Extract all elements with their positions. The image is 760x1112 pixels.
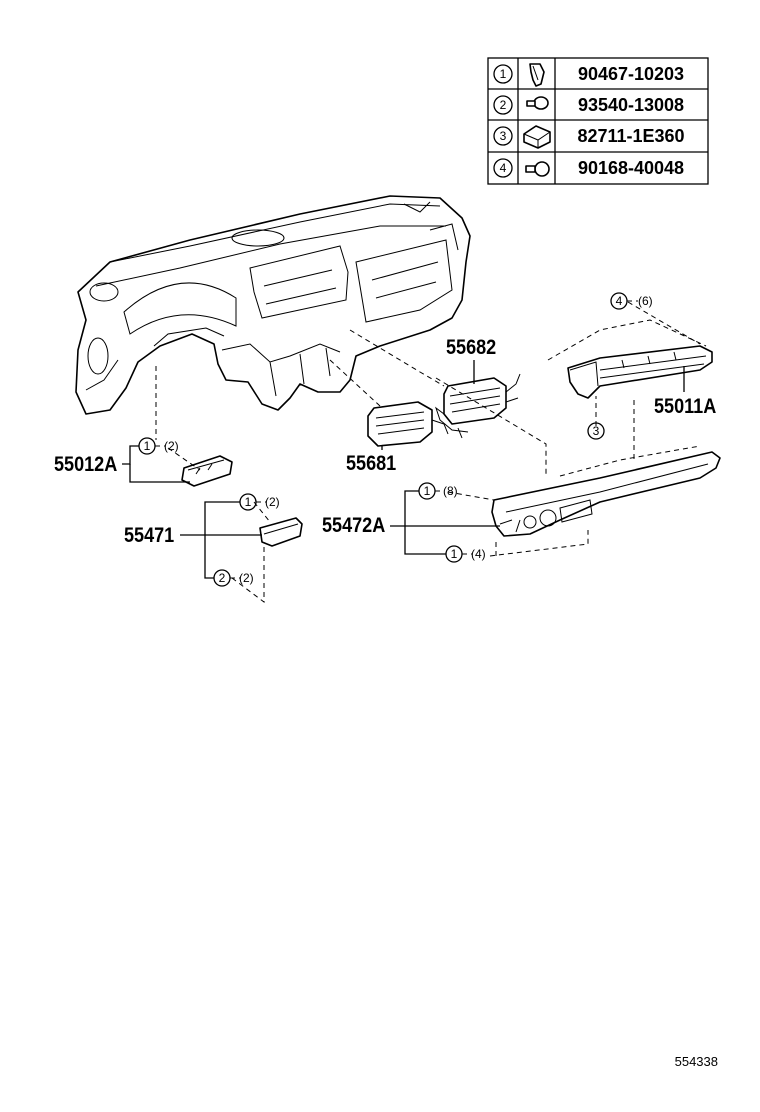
row-index: 2 [500, 98, 507, 112]
part-label-55471: 55471 [124, 524, 174, 548]
table-row: 1 90467-10203 [493, 63, 684, 87]
panel-55011a-drawing [567, 345, 713, 399]
table-row: 3 82711-1E360 [493, 125, 685, 149]
figure-id: 554338 [675, 1054, 718, 1069]
row-index: 1 [500, 67, 507, 81]
callout-55471-bottom: 2 (2) [213, 569, 254, 587]
row-index: 3 [500, 129, 507, 143]
callout-55011a-top: 4 (6) [610, 292, 653, 310]
callout-qty: (2) [164, 439, 179, 453]
table-row: 4 90168-40048 [493, 158, 684, 178]
callout-55471-top: 1 (2) [239, 493, 280, 511]
callout-55011a-bottom: 3 [587, 422, 605, 440]
callout-index: 2 [219, 571, 226, 585]
dashed-leaders [155, 301, 707, 603]
callout-index: 1 [245, 495, 252, 509]
bolt-icon [525, 161, 550, 177]
part-number: 82711-1E360 [577, 126, 684, 146]
table-row: 2 93540-13008 [493, 95, 684, 115]
callout-qty: (6) [638, 294, 653, 308]
register-55681-drawing [367, 401, 449, 447]
callout-index: 4 [616, 294, 623, 308]
callout-55472a-top: 1 (8) [418, 482, 458, 500]
callout-index: 1 [424, 484, 431, 498]
callout-qty: (2) [239, 571, 254, 585]
part-label-55472a: 55472A [322, 514, 385, 538]
register-55682-drawing [435, 373, 521, 439]
part-label-55011a: 55011A [654, 395, 716, 419]
callout-qty: (4) [471, 547, 486, 561]
row-index: 4 [500, 161, 507, 175]
part-number: 90467-10203 [578, 64, 684, 84]
instrument-panel-drawing [75, 195, 471, 415]
part-label-55012a: 55012A [54, 453, 117, 477]
panel-55472a-drawing [491, 451, 721, 537]
callout-index: 1 [451, 547, 458, 561]
trim-55471-drawing [259, 517, 303, 547]
bracket-clip-icon [523, 125, 551, 149]
callout-qty: (8) [443, 484, 458, 498]
part-label-55682: 55682 [446, 336, 496, 360]
callout-55012a: 1 (2) [138, 437, 179, 455]
screw-icon [526, 96, 549, 110]
part-label-55681: 55681 [346, 452, 396, 476]
callout-index: 3 [593, 424, 600, 438]
parts-table: 1 90467-10203 2 93540-13008 3 [487, 57, 709, 185]
callout-55472a-bottom: 1 (4) [445, 545, 486, 563]
part-number: 93540-13008 [578, 95, 684, 115]
callout-index: 1 [144, 439, 151, 453]
clip-icon [529, 63, 545, 87]
callout-qty: (2) [265, 495, 280, 509]
part-number: 90168-40048 [578, 158, 684, 178]
